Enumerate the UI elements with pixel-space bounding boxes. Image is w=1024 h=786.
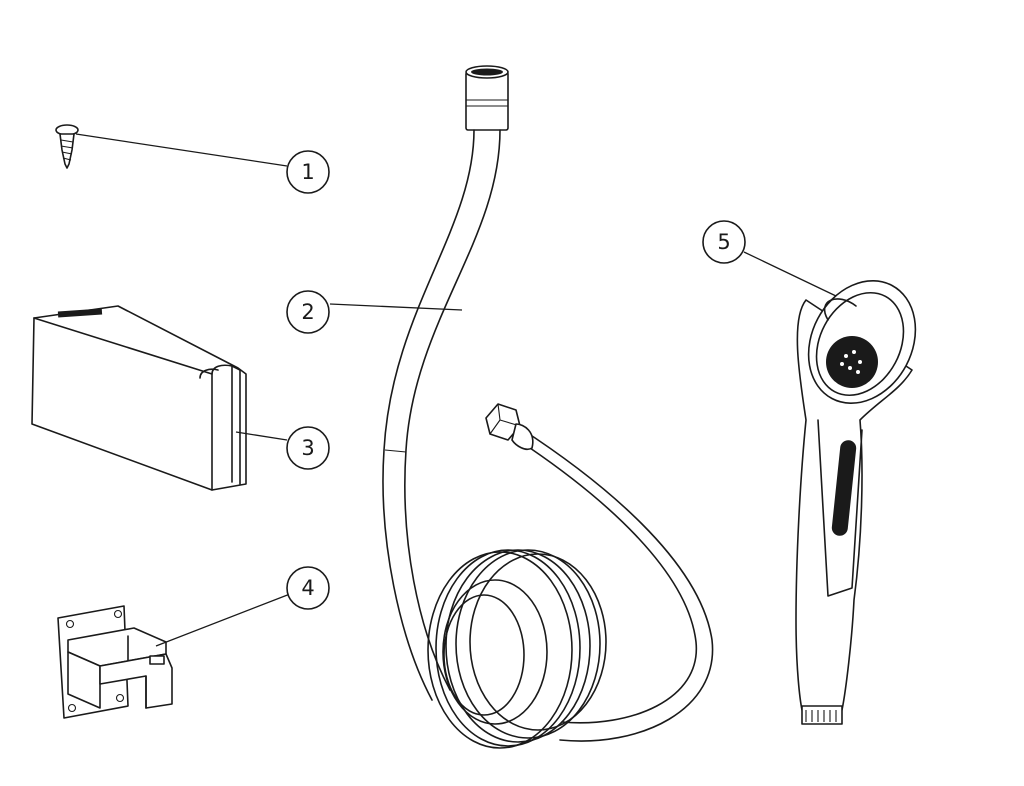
callout-2: 2 [286,290,330,334]
callout-label-2: 2 [301,300,314,324]
leader-2 [329,303,463,311]
callout-label-3: 3 [301,436,314,460]
callout-4: 4 [286,566,330,610]
callout-label-1: 1 [301,160,314,184]
part-screw [55,124,79,169]
leader-5 [743,251,837,297]
leader-4 [155,593,291,647]
callout-label-4: 4 [301,576,314,600]
callout-3: 3 [286,426,330,470]
part-holder-cover [31,305,247,491]
part-hose [382,65,714,749]
leader-1 [75,133,288,167]
callout-5: 5 [702,220,746,264]
leader-3 [235,431,288,441]
part-hand-shower [795,280,917,725]
callout-label-5: 5 [717,230,730,254]
part-wall-bracket [57,605,173,719]
callout-1: 1 [286,150,330,194]
